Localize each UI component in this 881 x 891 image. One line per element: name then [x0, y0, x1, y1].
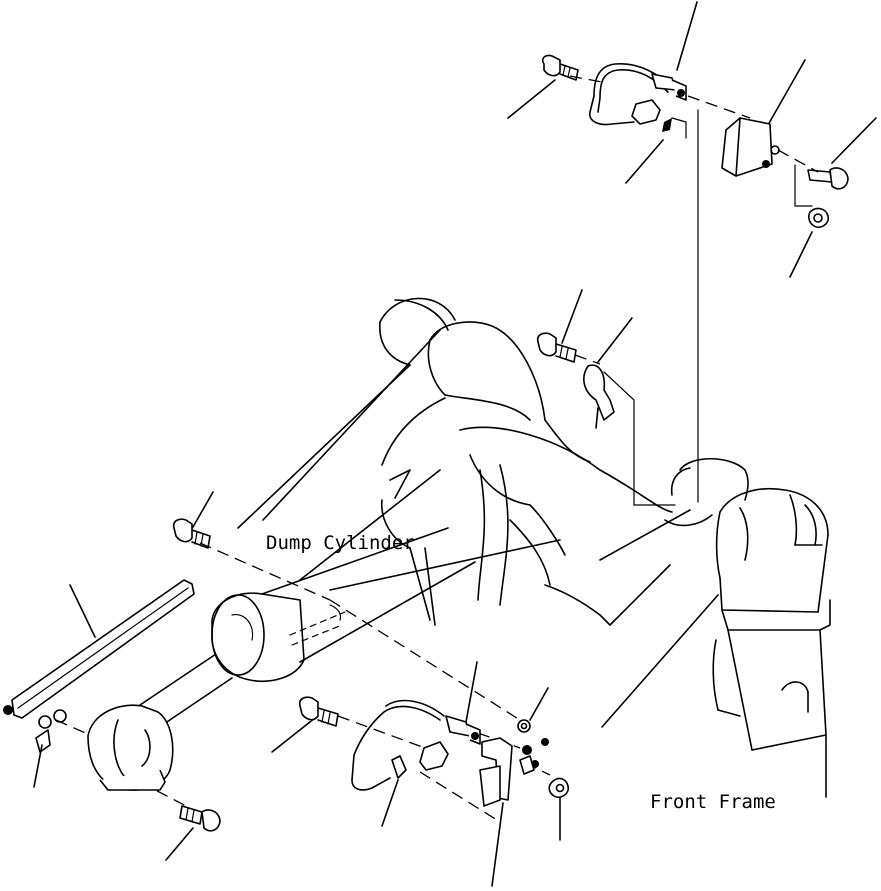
bar-rod — [3, 579, 195, 753]
top-sensor-assembly — [541, 54, 849, 229]
assembly-lines — [55, 75, 819, 821]
dump-cylinder-label: Dump Cylinder — [266, 532, 415, 554]
dump-cylinder — [87, 527, 476, 791]
boom-structure — [237, 297, 691, 626]
left-bolt — [172, 518, 211, 549]
middle-bolt-clip — [536, 332, 615, 429]
front-frame-label: Front Frame — [650, 791, 776, 813]
bottom-sensor-assembly — [298, 696, 570, 807]
front-frame — [664, 458, 831, 751]
bottom-left-bolt — [179, 805, 221, 832]
leader-lines — [33, 1, 877, 887]
routing-lines — [603, 109, 813, 506]
